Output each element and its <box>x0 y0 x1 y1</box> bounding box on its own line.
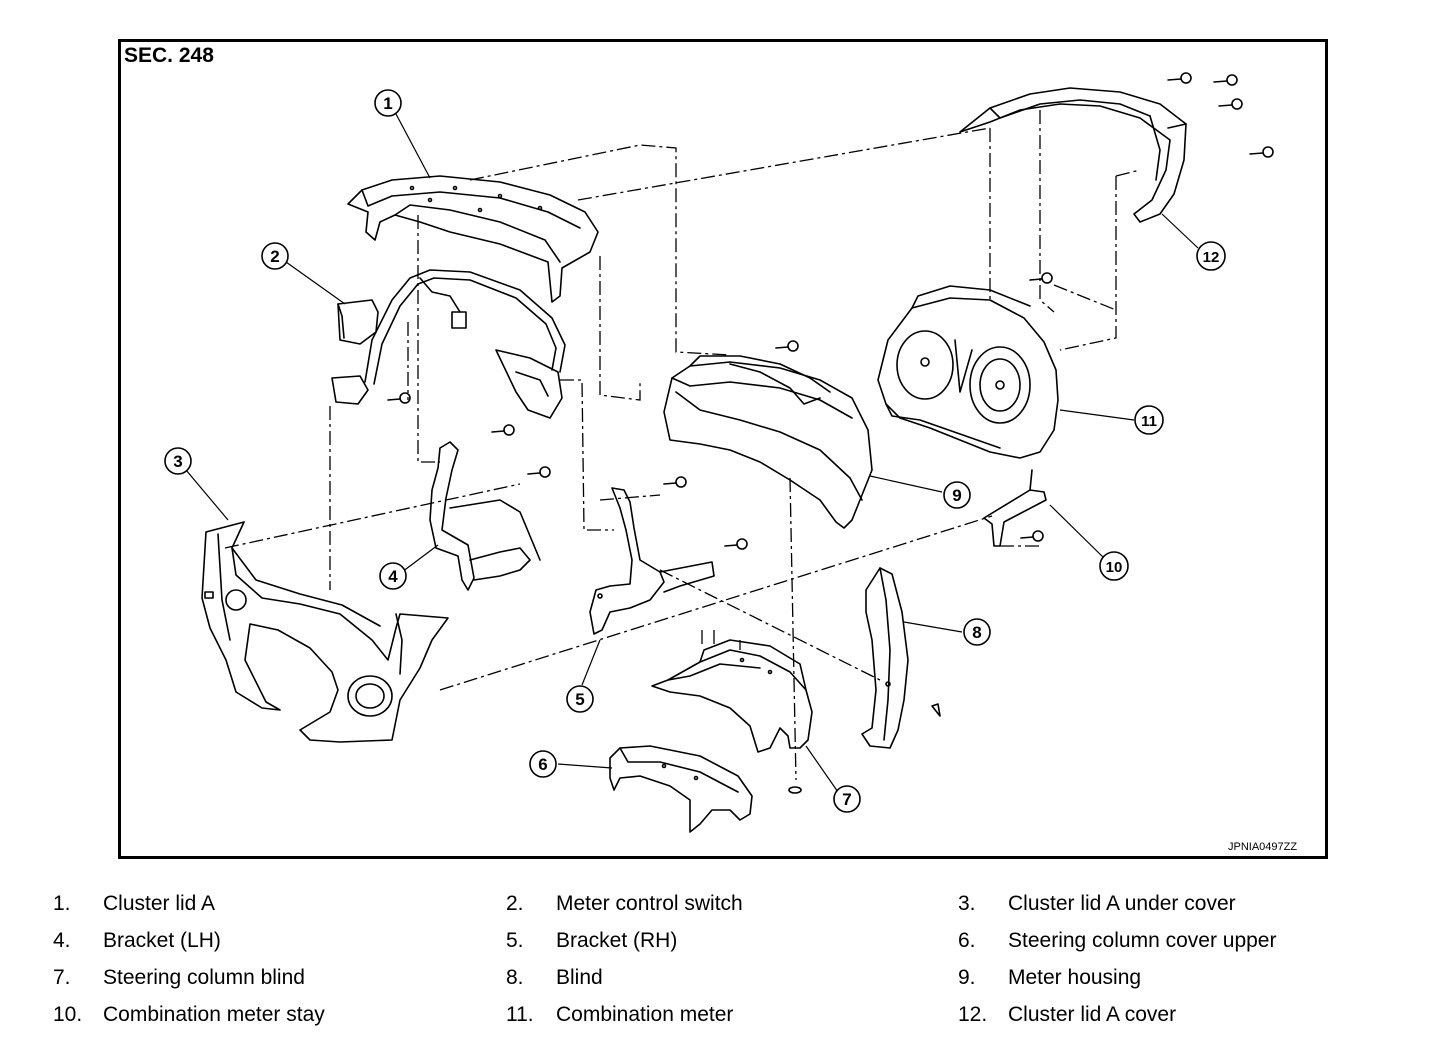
callout-number: 8 <box>972 623 981 642</box>
legend-item: 1. Cluster lid A <box>53 892 215 916</box>
legend-label: Bracket (RH) <box>556 929 678 952</box>
figure-code: JPNIA0497ZZ <box>1228 841 1298 853</box>
legend-number: 8. <box>506 966 524 989</box>
callout-9: 9 <box>943 481 971 509</box>
legend-label: Cluster lid A under cover <box>1008 892 1236 915</box>
steering-column-blind <box>651 639 813 794</box>
legend-number: 9. <box>958 966 976 989</box>
steering-column-cover-upper <box>609 745 753 833</box>
callout-5: 5 <box>566 685 594 713</box>
callout-1: 1 <box>374 89 402 117</box>
legend-label: Combination meter stay <box>103 1003 325 1026</box>
legend-label: Steering column cover upper <box>1008 929 1277 952</box>
legend-number: 6. <box>958 929 976 952</box>
legend-number: 5. <box>506 929 524 952</box>
legend-label: Meter control switch <box>556 892 743 915</box>
legend-number: 1. <box>53 892 71 915</box>
legend-item: 4. Bracket (LH) <box>53 929 221 953</box>
callout-number: 12 <box>1203 249 1220 266</box>
combination-meter <box>877 285 1059 459</box>
diagram-frame <box>118 39 1328 859</box>
legend-item: 7. Steering column blind <box>53 966 305 990</box>
meter-housing <box>663 355 873 529</box>
legend-item: 8. Blind <box>506 966 603 990</box>
callout-2: 2 <box>261 242 289 270</box>
section-label: SEC. 248 <box>124 44 214 67</box>
legend-number: 4. <box>53 929 71 952</box>
exploded-parts-drawing: 1 2 3 4 5 6 7 8 <box>164 72 1274 833</box>
blind <box>861 567 941 749</box>
callout-4: 4 <box>379 562 407 590</box>
callout-7: 7 <box>833 785 861 813</box>
callout-number: 10 <box>1106 559 1123 576</box>
legend-label: Steering column blind <box>103 966 305 989</box>
callout-number: 1 <box>383 94 392 113</box>
meter-control-switch <box>331 269 566 419</box>
legend-number: 11. <box>506 1003 534 1026</box>
legend-item: 10. Combination meter stay <box>53 1003 325 1027</box>
legend-label: Meter housing <box>1008 966 1142 989</box>
cluster-lid-a-cover <box>959 87 1187 223</box>
callout-3: 3 <box>164 447 192 475</box>
cluster-lid-a <box>347 175 599 303</box>
callout-11: 11 <box>1134 405 1164 435</box>
bracket-rh <box>589 487 715 635</box>
callouts: 1 2 3 4 5 6 7 8 <box>164 89 1226 813</box>
legend-label: Cluster lid A <box>103 892 216 915</box>
legend-item: 6. Steering column cover upper <box>958 929 1276 953</box>
callout-number: 3 <box>173 452 182 471</box>
callout-6: 6 <box>529 750 557 778</box>
legend-number: 10. <box>53 1003 83 1026</box>
legend-item: 11. Combination meter <box>506 1003 733 1027</box>
callout-number: 5 <box>575 690 584 709</box>
legend-item: 5. Bracket (RH) <box>506 929 677 953</box>
callout-number: 11 <box>1141 413 1157 430</box>
callout-12: 12 <box>1196 241 1226 271</box>
legend-label: Combination meter <box>556 1003 734 1026</box>
fasteners <box>387 72 1274 550</box>
legend-number: 2. <box>506 892 524 915</box>
callout-10: 10 <box>1099 551 1129 581</box>
callout-number: 9 <box>952 486 961 505</box>
legend-number: 12. <box>958 1003 988 1026</box>
legend-number: 3. <box>958 892 976 915</box>
callout-number: 2 <box>270 247 279 266</box>
callout-number: 7 <box>842 790 851 809</box>
legend-number: 7. <box>53 966 71 989</box>
assembly-lines <box>224 110 1141 781</box>
callout-number: 6 <box>538 755 547 774</box>
bracket-lh <box>429 441 541 591</box>
legend-label: Cluster lid A cover <box>1008 1003 1177 1026</box>
legend-label: Blind <box>556 966 603 989</box>
legend-item: 2. Meter control switch <box>506 892 743 916</box>
legend-item: 9. Meter housing <box>958 966 1141 990</box>
leader-lines <box>185 113 1199 793</box>
legend-label: Bracket (LH) <box>103 929 221 952</box>
cluster-lid-a-under-cover <box>201 521 449 743</box>
legend-item: 3. Cluster lid A under cover <box>958 892 1236 916</box>
combination-meter-stay <box>983 469 1047 547</box>
legend-item: 12. Cluster lid A cover <box>958 1003 1176 1027</box>
callout-8: 8 <box>963 618 991 646</box>
callout-number: 4 <box>388 567 398 586</box>
